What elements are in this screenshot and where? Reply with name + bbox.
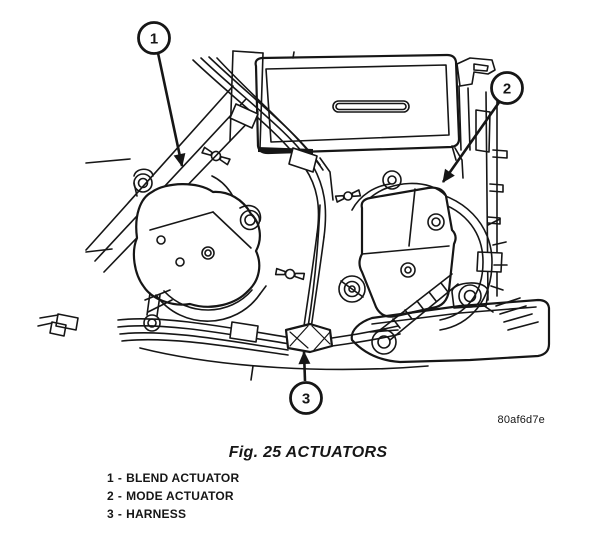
callout-2: 2 [441, 71, 524, 183]
leader-line-1 [156, 52, 186, 167]
callout-3: 3 [289, 351, 323, 415]
actuator-figure: 1 2 3 80af6d7e [37, 21, 551, 426]
harness-drawing [37, 313, 429, 381]
legend-item-harness: 3-HARNESS [107, 505, 239, 523]
plate-code: 80af6d7e [498, 414, 545, 426]
legend-separator: - [117, 507, 123, 521]
callout-circle-1 [137, 21, 171, 55]
figure-legend: 1-BLEND ACTUATOR 2-MODE ACTUATOR 3-HARNE… [107, 469, 239, 523]
legend-separator: - [117, 489, 123, 503]
legend-label: BLEND ACTUATOR [126, 471, 240, 485]
legend-item-mode-actuator: 2-MODE ACTUATOR [107, 487, 239, 505]
blend-actuator-drawing [132, 168, 267, 332]
legend-label: MODE ACTUATOR [126, 489, 234, 503]
callout-number-2: 2 [503, 80, 511, 97]
housing-background-drawing [85, 50, 508, 301]
mounting-screws-drawing [201, 146, 366, 303]
wiring-sweep-drawing [192, 56, 327, 330]
bracket-drawing [350, 282, 551, 364]
legend-number: 2 [107, 489, 114, 503]
legend-number: 3 [107, 507, 114, 521]
callout-number-3: 3 [302, 390, 310, 407]
callout-circle-2 [490, 71, 524, 105]
legend-number: 1 [107, 471, 114, 485]
callout-1: 1 [137, 21, 186, 167]
legend-item-blend-actuator: 1-BLEND ACTUATOR [107, 469, 239, 487]
actuator-line-drawing: 1 2 3 80af6d7e [37, 21, 551, 426]
legend-label: HARNESS [126, 507, 187, 521]
callout-number-1: 1 [150, 30, 158, 47]
figure-caption: Fig. 25 ACTUATORS [228, 444, 388, 461]
leader-line-3 [298, 351, 311, 382]
mode-actuator-drawing [351, 170, 508, 341]
leader-line-2 [441, 100, 502, 183]
callout-circle-3 [289, 381, 323, 415]
legend-separator: - [117, 471, 123, 485]
